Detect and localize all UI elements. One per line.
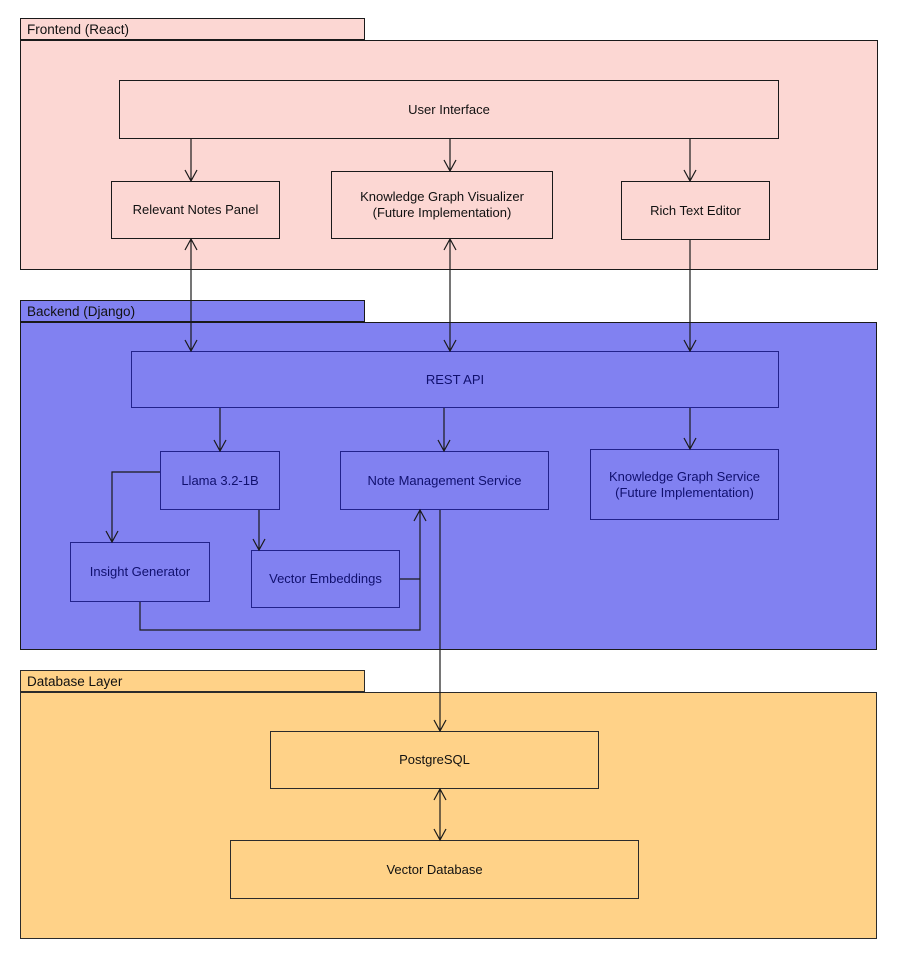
node-knowledge-graph-visualizer: Knowledge Graph Visualizer (Future Imple… — [331, 171, 553, 239]
node-insight-generator: Insight Generator — [70, 542, 210, 602]
node-vector-embeddings-label: Vector Embeddings — [269, 571, 382, 586]
node-rest-api: REST API — [131, 351, 779, 408]
backend-section-label: Backend (Django) — [27, 303, 136, 319]
node-vector-embeddings: Vector Embeddings — [251, 550, 400, 608]
node-insight-generator-label: Insight Generator — [89, 564, 191, 579]
node-postgresql-label: PostgreSQL — [399, 752, 470, 767]
node-rich-text-editor-label: Rich Text Editor — [650, 202, 741, 218]
node-vector-database-label: Vector Database — [386, 861, 483, 877]
database-section-container — [20, 692, 877, 939]
backend-section-tab: Backend (Django) — [20, 300, 365, 322]
node-knowledge-graph-service-label: Knowledge Graph Service (Future Implemen… — [608, 468, 761, 500]
node-note-management-service: Note Management Service — [340, 451, 549, 510]
frontend-section-label: Frontend (React) — [27, 21, 130, 37]
node-knowledge-graph-service: Knowledge Graph Service (Future Implemen… — [590, 449, 779, 520]
node-relevant-notes-panel-label: Relevant Notes Panel — [132, 202, 259, 217]
node-postgresql: PostgreSQL — [270, 731, 599, 789]
node-knowledge-graph-visualizer-label: Knowledge Graph Visualizer (Future Imple… — [360, 189, 524, 220]
frontend-section-tab: Frontend (React) — [20, 18, 365, 40]
node-user-interface: User Interface — [119, 80, 779, 139]
database-section-tab: Database Layer — [20, 670, 365, 692]
node-vector-database: Vector Database — [230, 840, 639, 899]
node-user-interface-label: User Interface — [408, 101, 490, 117]
node-llama: Llama 3.2-1B — [160, 451, 280, 510]
database-section-label: Database Layer — [27, 673, 123, 689]
node-llama-label: Llama 3.2-1B — [181, 472, 259, 488]
node-rest-api-label: REST API — [425, 371, 485, 387]
node-relevant-notes-panel: Relevant Notes Panel — [111, 181, 280, 239]
node-rich-text-editor: Rich Text Editor — [621, 181, 770, 240]
node-note-management-service-label: Note Management Service — [367, 472, 522, 488]
